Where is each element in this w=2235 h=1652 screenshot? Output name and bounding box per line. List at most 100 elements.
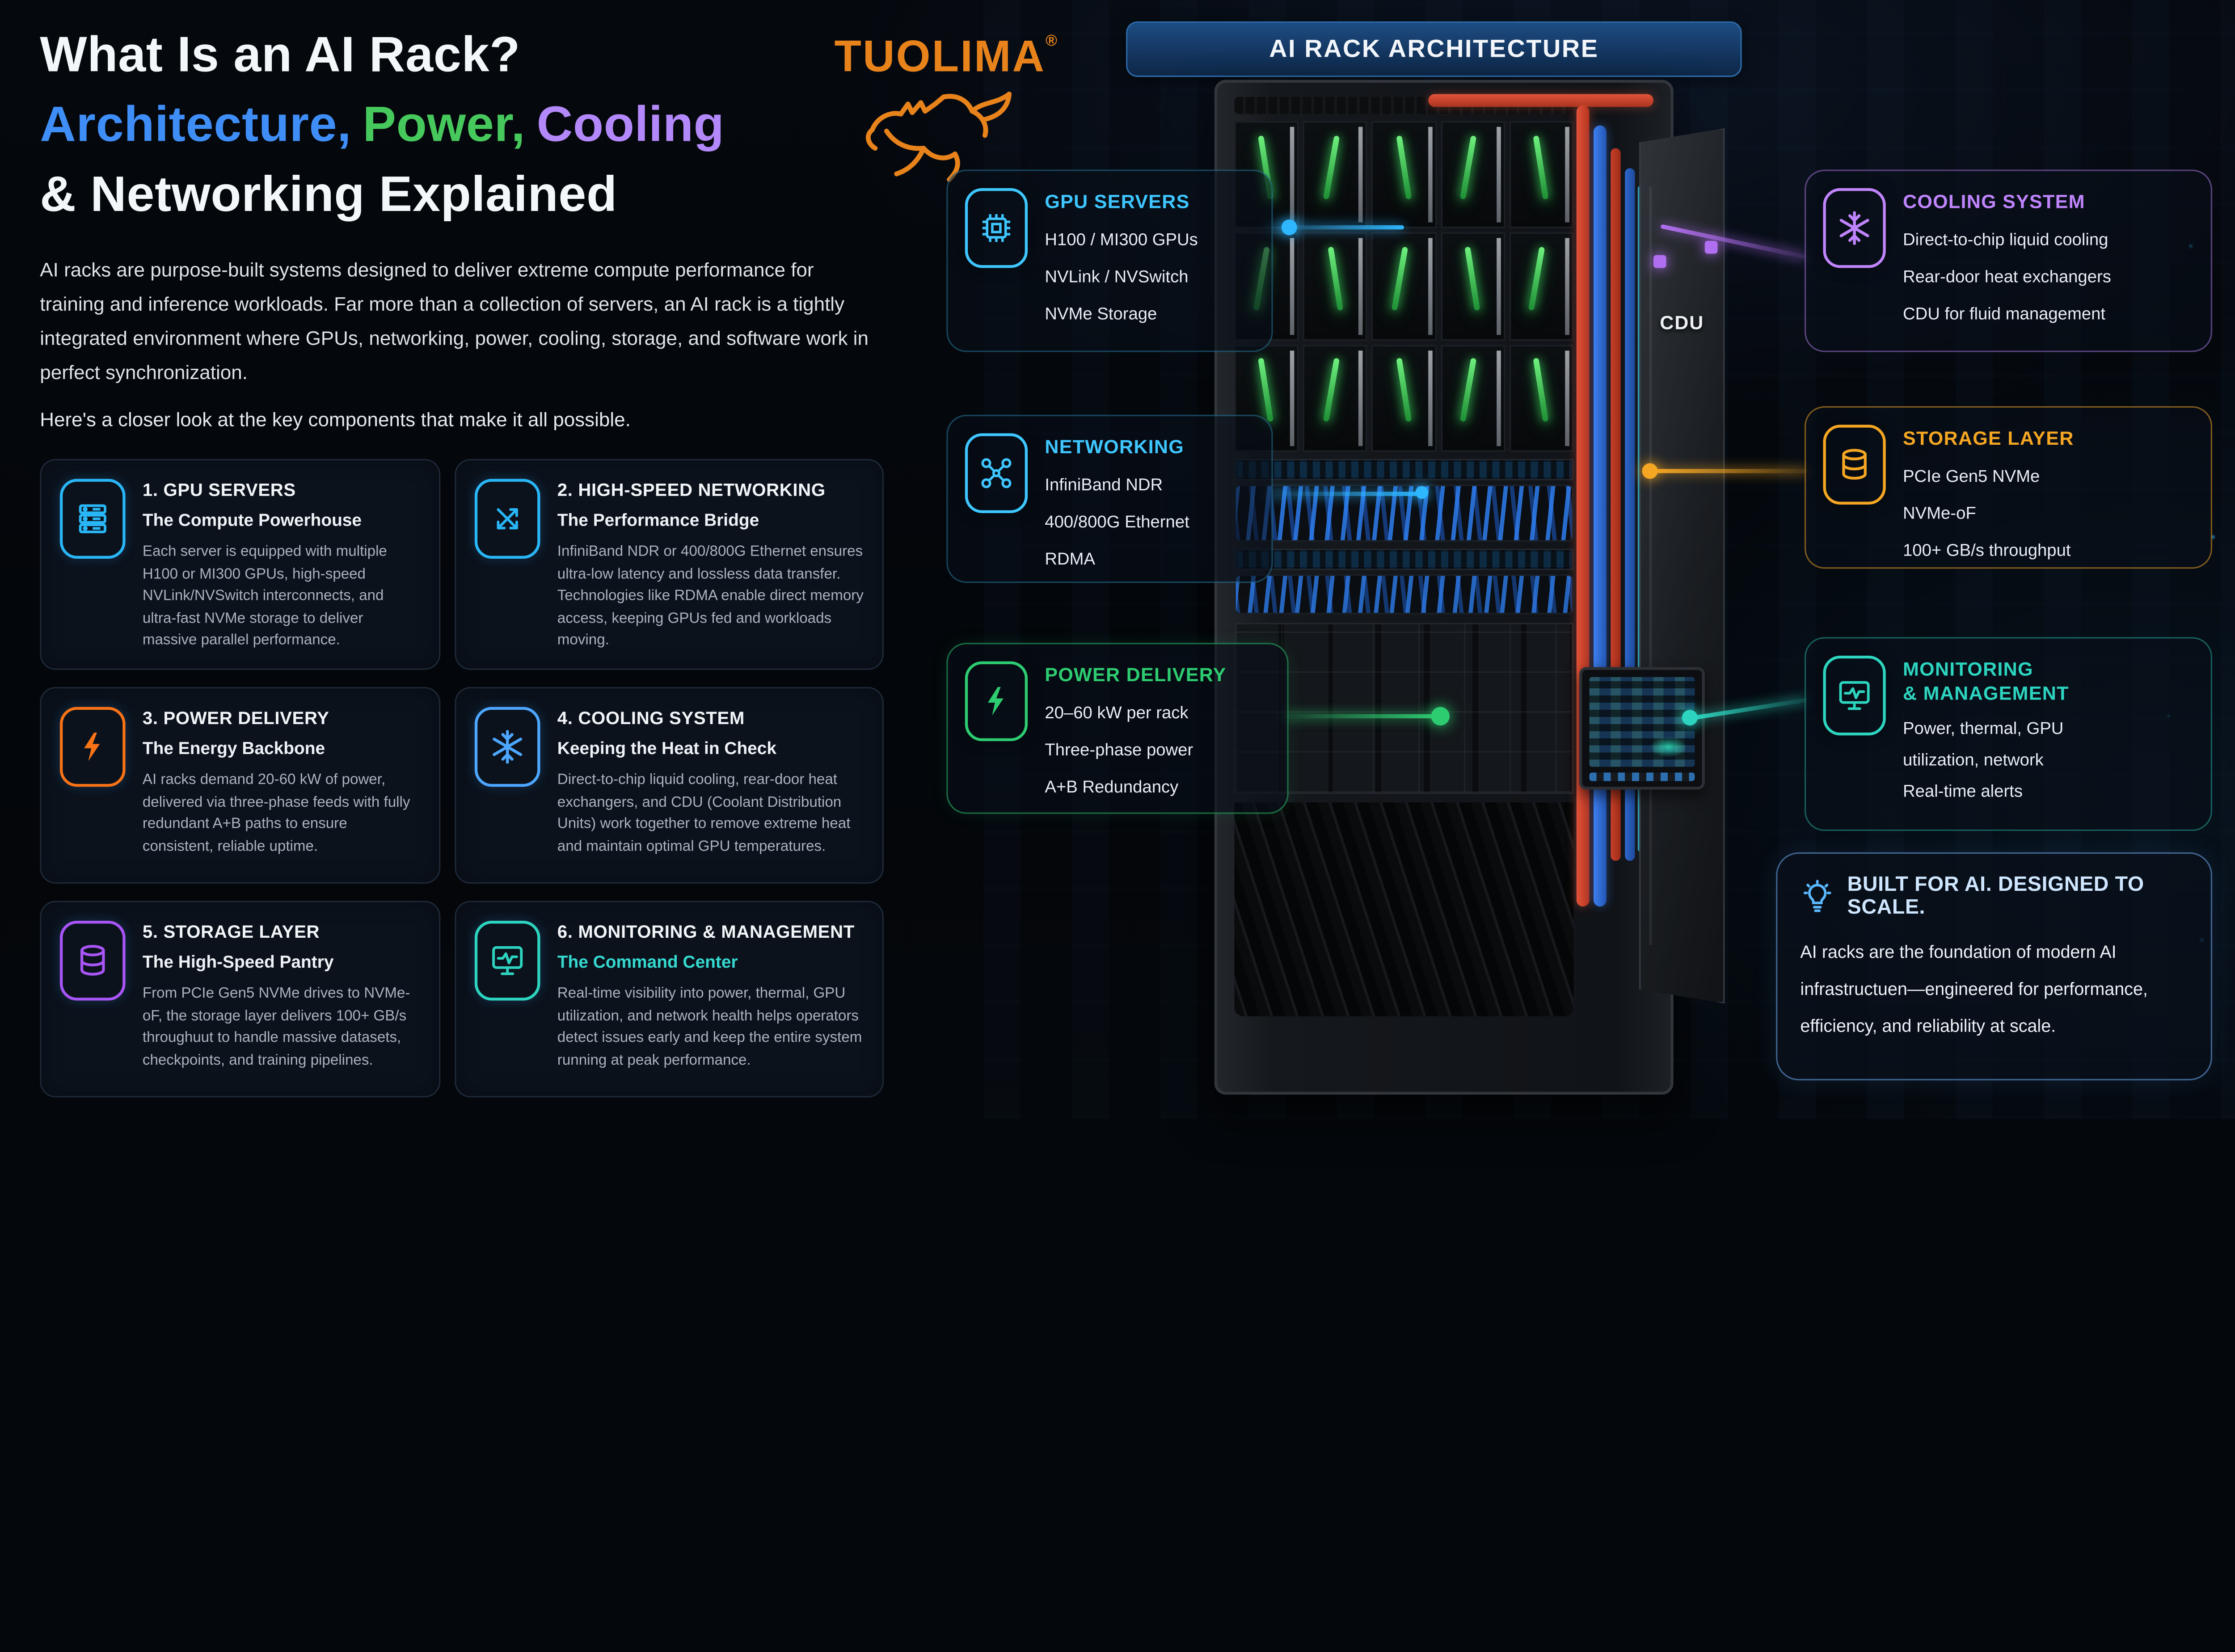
gpu-blade [1371, 344, 1436, 452]
gpu-blade [1371, 232, 1436, 341]
callout-text: MONITORING & MANAGEMENT Power, thermal, … [1903, 656, 2069, 807]
network-switch [1234, 459, 1574, 480]
card-subtitle: The Energy Backbone [142, 738, 325, 759]
card-title: 4. COOLING SYSTEM [557, 708, 745, 729]
connector-node [1281, 219, 1297, 235]
card-subtitle: The Performance Bridge [557, 510, 759, 531]
card-body: AI racks demand 20-60 kW of power, deliv… [142, 772, 410, 855]
callout-title: NETWORKING [1045, 436, 1185, 458]
brand-wordmark: TUOLIMA® [804, 31, 1089, 83]
gpu-blade [1303, 121, 1368, 229]
connector-node [1682, 710, 1698, 726]
callout-text: POWER DELIVERY 20–60 kW per rack Three-p… [1045, 662, 1226, 805]
card-subtitle: The High-Speed Pantry [142, 952, 334, 972]
card-networking: 2. HIGH-SPEED NETWORKING The Performance… [455, 459, 884, 670]
gpu-blade [1303, 232, 1368, 341]
callout-line: Real-time alerts [1903, 781, 2023, 801]
callout-text: STORAGE LAYER PCIe Gen5 NVMe NVMe-oF 100… [1903, 425, 2074, 569]
card-text: 4. COOLING SYSTEM Keeping the Heat in Ch… [557, 707, 864, 867]
callout-line: NVMe Storage [1045, 303, 1157, 324]
callout-line: NVLink / NVSwitch [1045, 266, 1189, 287]
built-for-ai-box: BUILT FOR AI. DESIGNED TO SCALE. AI rack… [1776, 852, 2212, 1081]
coolant-pipe-red [1428, 94, 1653, 107]
lightning-icon [965, 661, 1028, 742]
card-text: 3. POWER DELIVERY The Energy Backbone AI… [143, 707, 421, 867]
page-title: What Is an AI Rack? Architecture,Power,C… [40, 20, 895, 230]
title-line-1: What Is an AI Rack? [40, 27, 521, 83]
connector-power-delivery [1284, 714, 1441, 719]
card-text: 1. GPU SERVERS The Compute Powerhouse Ea… [143, 479, 421, 653]
card-power-delivery: 3. POWER DELIVERY The Energy Backbone AI… [40, 687, 441, 884]
diagram-banner: AI RACK ARCHITECTURE [1126, 21, 1742, 77]
connector-node [1653, 255, 1666, 268]
callout-cooling-system: COOLING SYSTEM Direct-to-chip liquid coo… [1804, 169, 2212, 352]
gpu-blade [1440, 232, 1505, 341]
callout-title: GPU SERVERS [1045, 191, 1190, 213]
connector-node [1415, 486, 1429, 499]
database-icon [59, 920, 126, 1001]
gpu-server-bay [1234, 121, 1574, 452]
snowflake-icon [474, 707, 540, 787]
console-button-bar [1589, 772, 1695, 781]
callout-line: Power, thermal, GPU [1903, 718, 2064, 738]
callout-line: PCIe Gen5 NVMe [1903, 466, 2040, 486]
callout-line: NVMe-oF [1903, 503, 1976, 523]
power-distribution-units [1234, 623, 1574, 794]
closer-look-text: Here's a closer look at the key componen… [40, 409, 631, 431]
connector-gpu-servers [1267, 225, 1404, 230]
callout-line: InfiniBand NDR [1045, 474, 1163, 495]
callout-line: H100 / MI300 GPUs [1045, 229, 1198, 250]
gpu-blade [1509, 232, 1574, 341]
title-word-power: Power, [363, 97, 526, 153]
callout-title-line2: & MANAGEMENT [1903, 683, 2069, 704]
callout-line: Rear-door heat exchangers [1903, 266, 2111, 287]
card-body: Each server is equipped with multiple H1… [142, 544, 387, 649]
card-title: 1. GPU SERVERS [142, 480, 296, 501]
card-body: Direct-to-chip liquid cooling, rear-door… [557, 772, 851, 855]
brand-name: TUOLIMA [834, 31, 1046, 81]
callout-line: CDU for fluid management [1903, 303, 2106, 324]
callout-title: COOLING SYSTEM [1903, 191, 2085, 213]
card-subtitle: The Compute Powerhouse [142, 510, 362, 531]
callout-line: A+B Redundancy [1045, 776, 1179, 797]
blue-cable-bundle [1234, 574, 1574, 615]
rack-door: CDU [1639, 128, 1725, 1003]
server-stack-icon [59, 479, 126, 559]
crossed-arrows-icon [474, 479, 540, 559]
gpu-blade [1509, 344, 1574, 452]
chip-icon [965, 188, 1028, 268]
callout-line: RDMA [1045, 548, 1096, 569]
callout-line: 100+ GB/s throughput [1903, 540, 2071, 560]
rack-front [1234, 97, 1574, 1016]
card-body: InfiniBand NDR or 400/800G Ethernet ensu… [557, 544, 864, 649]
connector-networking [1267, 492, 1424, 496]
callout-line: Direct-to-chip liquid cooling [1903, 229, 2108, 250]
card-text: 5. STORAGE LAYER The High-Speed Pantry F… [143, 921, 421, 1080]
title-line-3: & Networking Explained [40, 167, 617, 223]
callout-text: GPU SERVERS H100 / MI300 GPUs NVLink / N… [1045, 188, 1198, 332]
monitor-pulse-icon [474, 920, 540, 1001]
database-icon [1823, 425, 1886, 505]
card-storage-layer: 5. STORAGE LAYER The High-Speed Pantry F… [40, 901, 441, 1098]
component-cards-grid: 1. GPU SERVERS The Compute Powerhouse Ea… [40, 459, 884, 1098]
card-cooling-system: 4. COOLING SYSTEM Keeping the Heat in Ch… [455, 687, 884, 884]
registered-mark: ® [1046, 33, 1059, 50]
cdu-label: CDU [1660, 312, 1704, 334]
lightbulb-icon [1800, 878, 1834, 915]
gpu-blade [1509, 121, 1574, 229]
callout-line: 20–60 kW per rack [1045, 703, 1189, 723]
callout-title-line1: MONITORING [1903, 658, 2033, 680]
callout-line: 400/800G Ethernet [1045, 511, 1189, 532]
callout-storage-layer: STORAGE LAYER PCIe Gen5 NVMe NVMe-oF 100… [1804, 406, 2212, 569]
snowflake-icon [1823, 188, 1886, 268]
power-cable-bundle [1234, 802, 1574, 1016]
callout-line: utilization, network [1903, 750, 2044, 770]
callout-monitoring-management: MONITORING & MANAGEMENT Power, thermal, … [1804, 637, 2212, 831]
connector-node [1431, 706, 1450, 725]
network-switch [1234, 548, 1574, 570]
gpu-blade [1440, 121, 1505, 229]
card-title: 2. HIGH-SPEED NETWORKING [557, 480, 826, 501]
footer-body: AI racks are the foundation of modern AI… [1800, 942, 2148, 1037]
title-word-architecture: Architecture, [40, 97, 352, 153]
network-nodes-icon [965, 433, 1028, 513]
